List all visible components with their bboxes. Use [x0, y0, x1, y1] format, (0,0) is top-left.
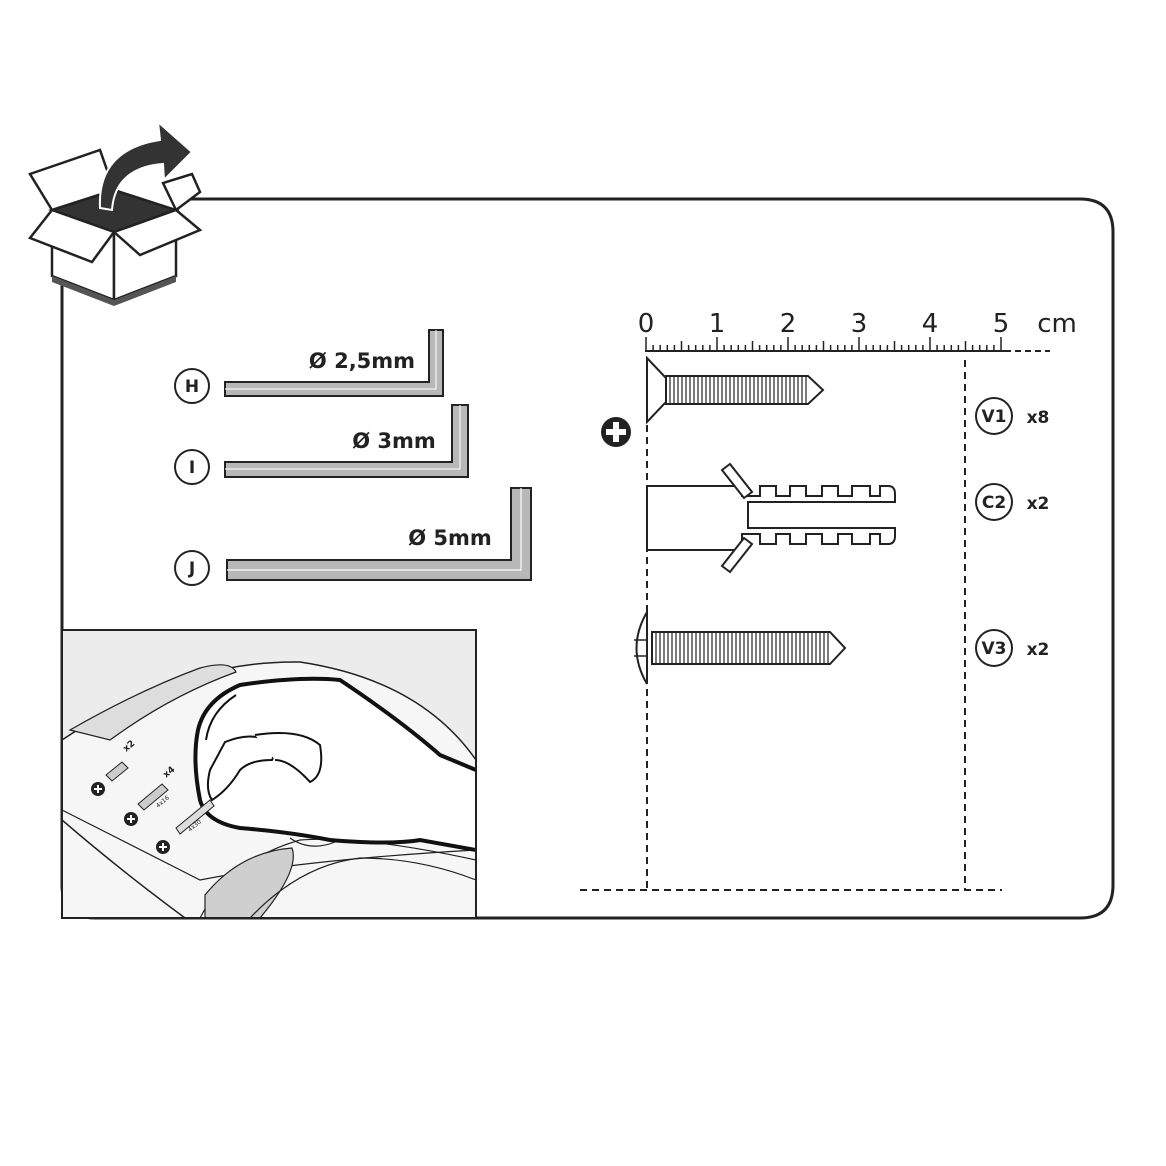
part-v1-id: V1: [982, 407, 1007, 427]
ruler-label-5: 5: [993, 309, 1010, 339]
part-label-v3: V3 x2: [975, 629, 1050, 667]
hex-key-i-size: Ø 3mm: [352, 429, 436, 453]
ruler-label-2: 2: [780, 309, 797, 339]
guide-lines: [580, 360, 1002, 891]
part-label-c2: C2 x2: [975, 483, 1050, 521]
ruler-label-1: 1: [709, 309, 726, 339]
hex-key-h-size: Ø 2,5mm: [309, 349, 415, 373]
open-box-icon: [27, 148, 203, 306]
hex-key-i-id: I: [189, 458, 195, 478]
hex-key-j-size: Ø 5mm: [408, 526, 492, 550]
hex-key-h-id: H: [185, 377, 199, 397]
part-label-v1: V1 x8: [975, 397, 1050, 435]
ruler-label-3: 3: [851, 309, 868, 339]
hex-key-j: J Ø 5mm: [174, 487, 532, 586]
inset-illustration: x2 x4 4x16 4x30: [61, 629, 477, 919]
part-v3-id: V3: [982, 639, 1007, 659]
hex-key-i: I Ø 3mm: [174, 404, 469, 485]
hex-key-j-id: J: [188, 559, 195, 579]
wall-plug-c2: [646, 462, 896, 574]
inset-screw-1: x2: [91, 739, 137, 796]
inset-screw-3: 4x30: [156, 799, 215, 854]
part-c2-id: C2: [982, 493, 1006, 513]
ruler-unit: cm: [1037, 309, 1077, 339]
hex-key-h: H Ø 2,5mm: [174, 329, 444, 404]
ruler-label-0: 0: [638, 309, 655, 339]
hand-icon: [193, 676, 476, 852]
screw-v1: [646, 355, 825, 425]
screw-v3: [634, 611, 847, 685]
arrow-icon: [98, 119, 194, 212]
ruler: 0 1 2 3 4 5 cm: [638, 309, 1077, 352]
part-v1-qty: x8: [1027, 408, 1050, 428]
ruler-label-4: 4: [922, 309, 939, 339]
part-c2-qty: x2: [1027, 494, 1050, 514]
part-v3-qty: x2: [1027, 640, 1050, 660]
plus-circle-icon: [601, 417, 631, 447]
